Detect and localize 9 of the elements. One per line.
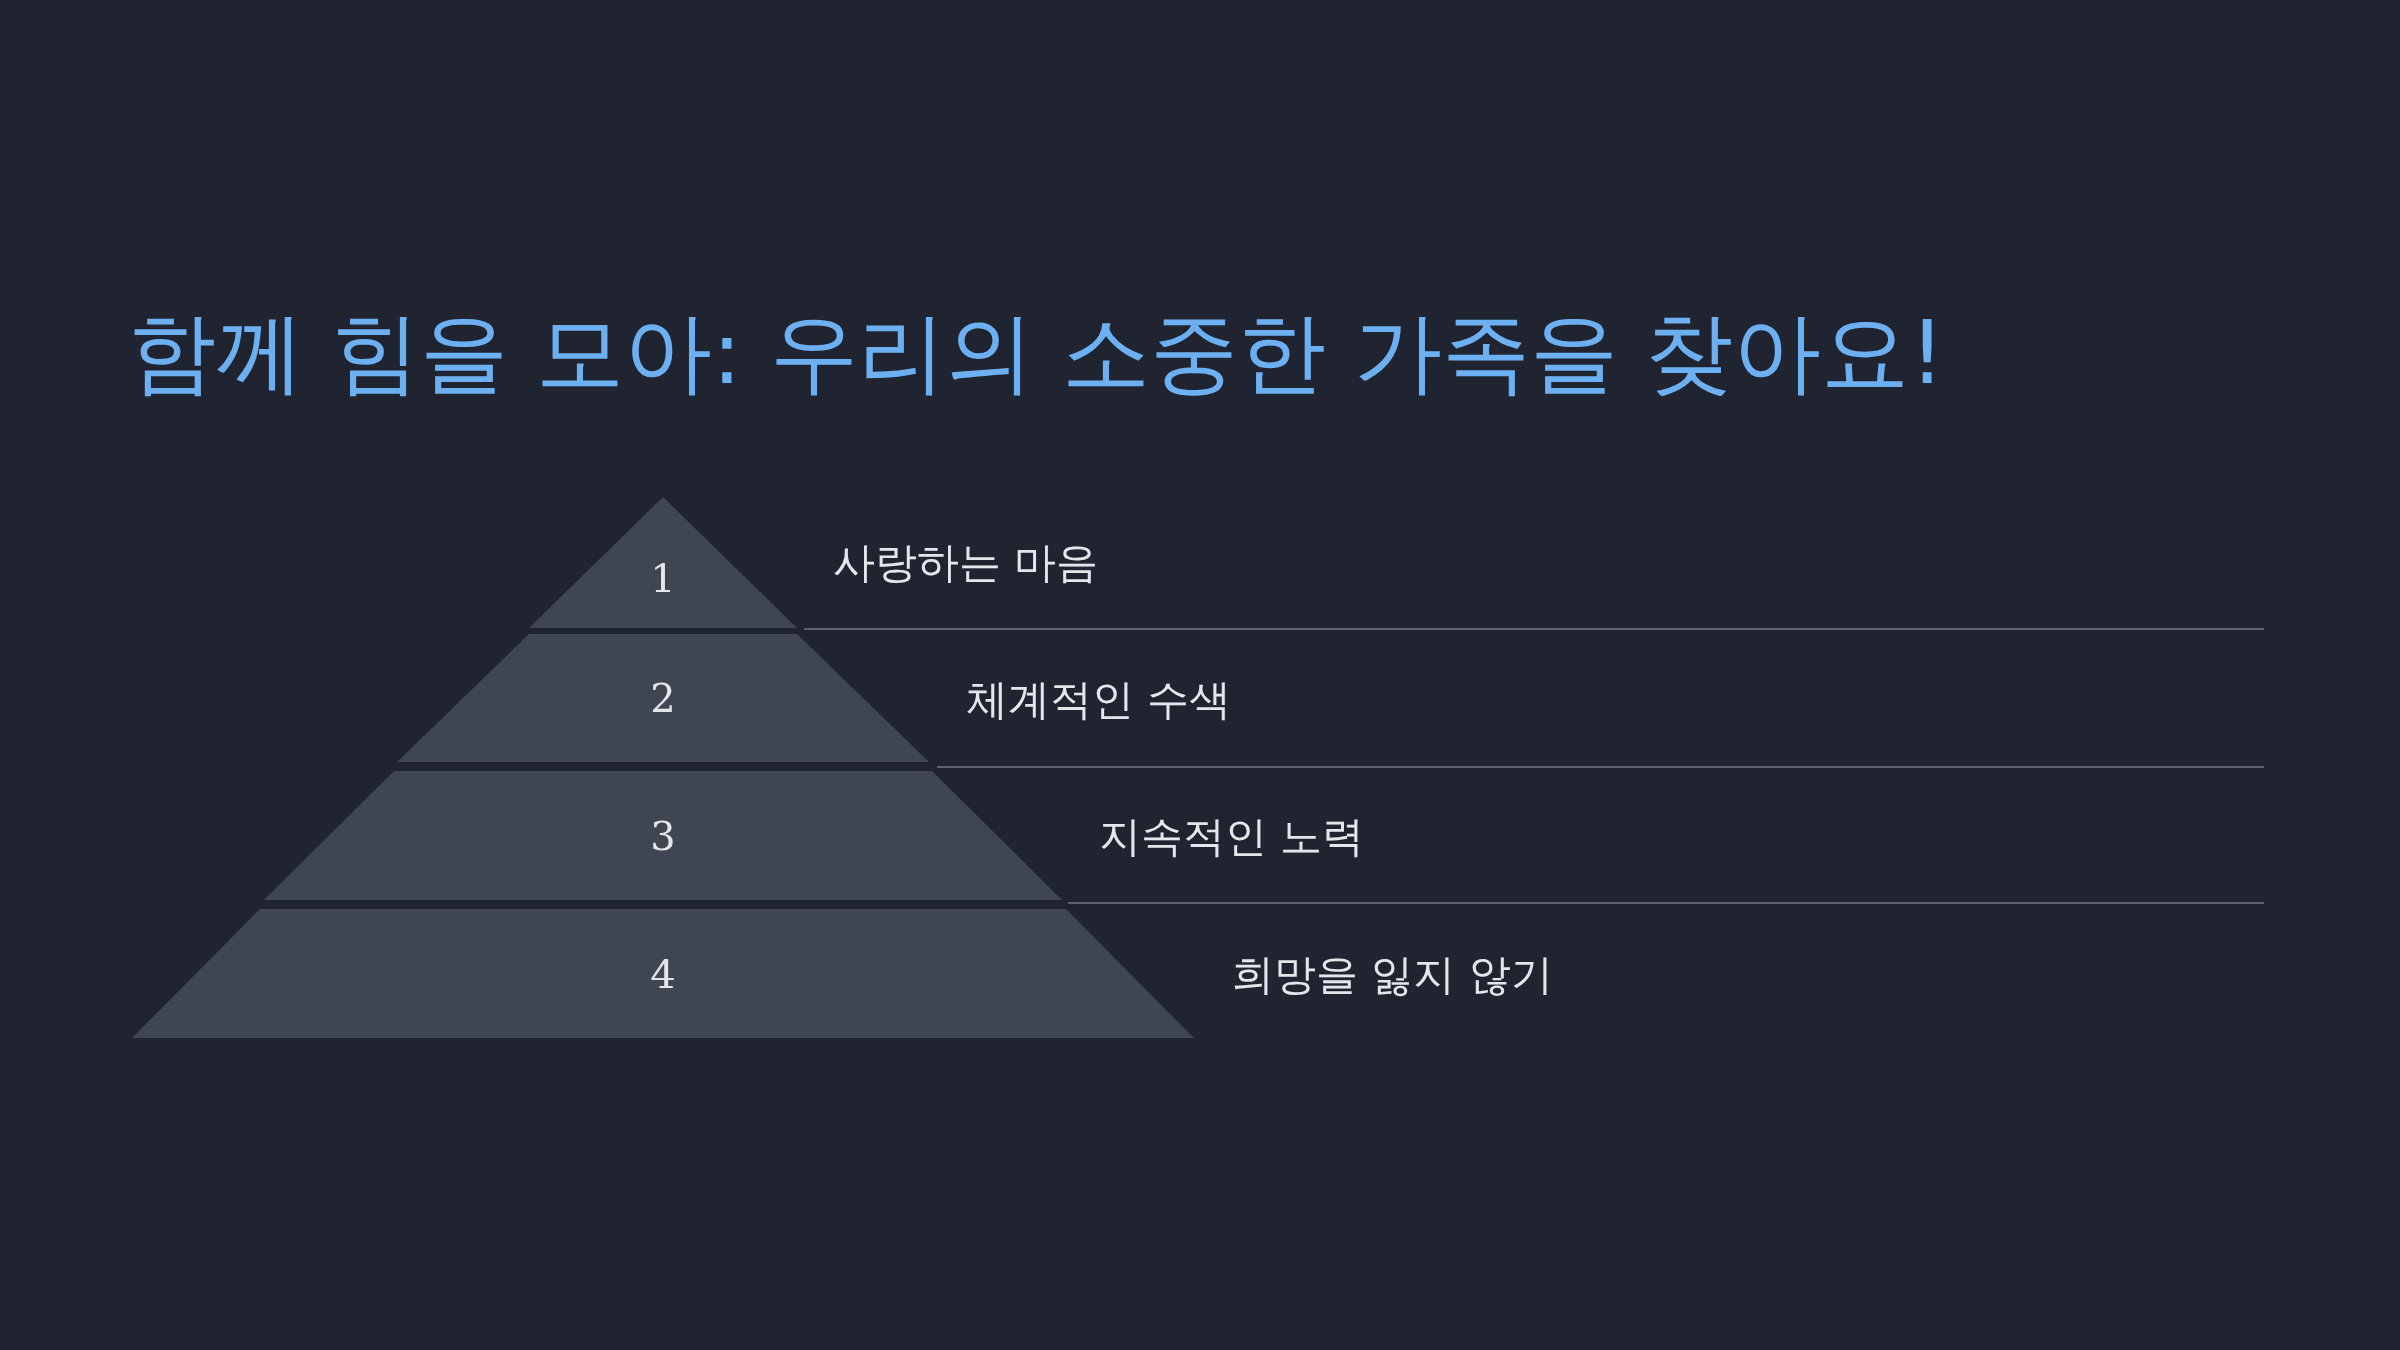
tier-label: 체계적인 수색 bbox=[966, 676, 1232, 724]
tier-number: 3 bbox=[650, 815, 676, 856]
tier-label: 지속적인 노력 bbox=[1099, 813, 1365, 861]
tier-label: 사랑하는 마음 bbox=[833, 539, 1099, 587]
tier-label: 희망을 잃지 않기 bbox=[1232, 951, 1553, 999]
slide-title: 함께 힘을 모아: 우리의 소중한 가족을 찾아요! bbox=[128, 305, 1945, 402]
tier-number: 4 bbox=[650, 953, 676, 994]
tier-number: 2 bbox=[650, 678, 676, 718]
tier-number: 1 bbox=[650, 558, 676, 599]
